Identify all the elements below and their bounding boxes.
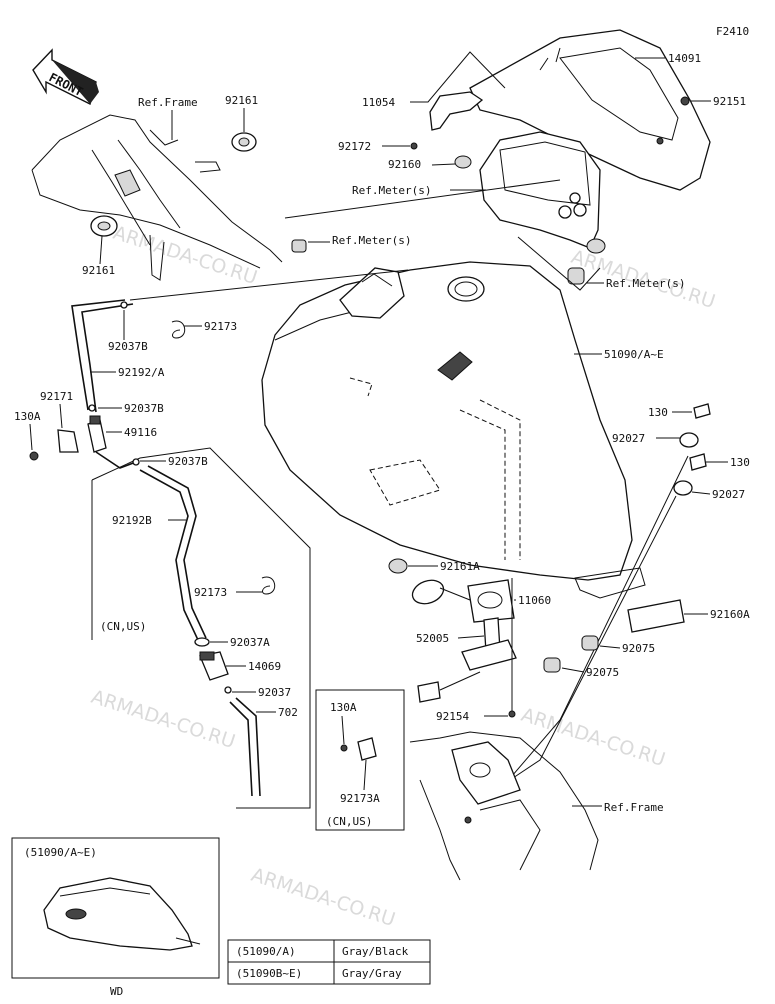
inset-box <box>11 837 220 979</box>
label-92027-1: 92027 <box>612 432 645 445</box>
label-92161-left: 92161 <box>82 264 115 277</box>
watermark: ARMADA-CO.RU <box>88 686 237 753</box>
label-130-1: 130 <box>648 406 668 419</box>
label-92037a: 92037A <box>230 636 270 649</box>
label-92173-1: 92173 <box>204 320 237 333</box>
label-14069: 14069 <box>248 660 281 673</box>
label-14091: 14091 <box>668 52 701 65</box>
color-table-part: (51090/A) <box>236 945 296 958</box>
watermark: ARMADA-CO.RU <box>518 704 667 771</box>
frame-drawing-top <box>31 114 283 281</box>
label-92173-2: 92173 <box>194 586 227 599</box>
label-ref-frame-top: Ref.Frame <box>138 96 198 109</box>
label-92075-1: 92075 <box>622 642 655 655</box>
watermark: ARMADA-CO.RU <box>248 864 397 931</box>
label-ref-meter-3: Ref.Meter(s) <box>606 277 685 290</box>
watermark: ARMADA-CO.RU <box>110 222 259 289</box>
label-92172: 92172 <box>338 140 371 153</box>
front-arrow-icon: FRONT <box>32 48 99 106</box>
label-49116: 49116 <box>124 426 157 439</box>
label-11054: 11054 <box>362 96 395 109</box>
label-cn-us-1: (CN,US) <box>100 620 146 633</box>
label-92171: 92171 <box>40 390 73 403</box>
label-92160a: 92160A <box>710 608 750 621</box>
label-92192b: 92192B <box>112 514 152 527</box>
label-130a-1: 130A <box>14 410 41 423</box>
label-ref-frame-bottom: Ref.Frame <box>604 801 664 814</box>
inset-title: (51090/A~E) <box>24 846 97 859</box>
label-cn-us-2: (CN,US) <box>326 815 372 828</box>
color-table: (51090/A) Gray/Black (51090B~E) Gray/Gra… <box>227 939 431 985</box>
label-92161a: 92161A <box>440 560 480 573</box>
label-92037b-3: 92037B <box>168 455 208 468</box>
label-92161-top: 92161 <box>225 94 258 107</box>
label-92037b-2: 92037B <box>124 402 164 415</box>
label-130a-2: 130A <box>330 701 357 714</box>
meter-drawing <box>479 131 606 254</box>
label-92192a: 92192/A <box>118 366 165 379</box>
label-92037: 92037 <box>258 686 291 699</box>
color-table-color: Gray/Gray <box>342 967 402 980</box>
label-130-2: 130 <box>730 456 750 469</box>
label-92160: 92160 <box>388 158 421 171</box>
label-92151: 92151 <box>713 95 746 108</box>
label-92075-2: 92075 <box>586 666 619 679</box>
color-table-color: Gray/Black <box>342 945 409 958</box>
frame-drawing-bottom <box>409 731 599 881</box>
fuel-tank-drawing <box>261 261 646 599</box>
label-92173a: 92173A <box>340 792 380 805</box>
inset-wd-label: WD <box>110 985 123 998</box>
label-ref-meter-2: Ref.Meter(s) <box>332 234 411 247</box>
meter-cover-drawing <box>469 29 711 191</box>
inset-tank-drawing <box>43 877 201 951</box>
label-51090: 51090/A~E <box>604 348 664 361</box>
label-52005: 52005 <box>416 632 449 645</box>
color-table-part: (51090B~E) <box>236 967 302 980</box>
diagram-code: F2410 <box>716 25 749 38</box>
label-702: 702 <box>278 706 298 719</box>
label-11060: 11060 <box>518 594 551 607</box>
label-92154: 92154 <box>436 710 469 723</box>
label-92027-2: 92027 <box>712 488 745 501</box>
label-ref-meter-1: Ref.Meter(s) <box>352 184 431 197</box>
label-92037b-1: 92037B <box>108 340 148 353</box>
